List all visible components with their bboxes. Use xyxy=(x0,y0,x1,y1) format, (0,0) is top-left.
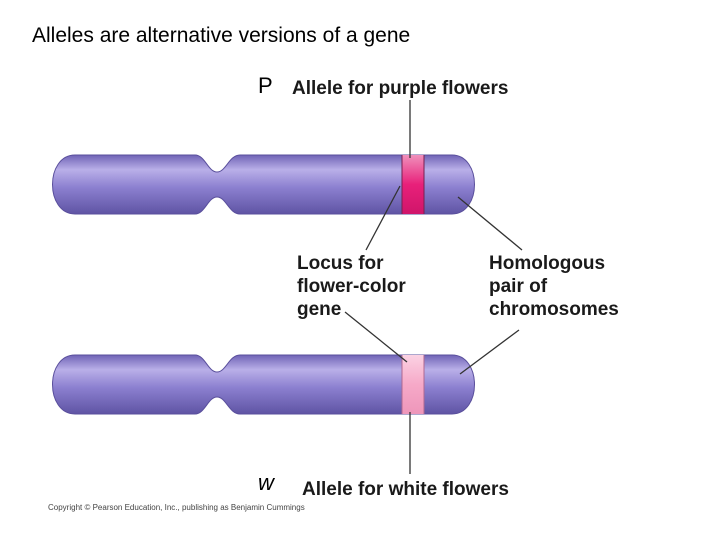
homologous-pointer-bottom xyxy=(459,329,520,375)
white-allele-band xyxy=(402,355,424,414)
slide-title: Alleles are alternative versions of a ge… xyxy=(32,24,411,47)
white-allele-label: Allele for white flowers xyxy=(302,479,509,500)
copyright-notice: Copyright © Pearson Education, Inc., pub… xyxy=(48,503,305,512)
homologous-pair-label: Homologous pair of chromosomes xyxy=(489,253,619,320)
bottom-allele-letter: w xyxy=(258,470,274,495)
top-chromosome xyxy=(52,154,475,215)
top-allele-letter: P xyxy=(258,73,273,98)
purple-allele-label: Allele for purple flowers xyxy=(292,78,509,99)
locus-label: Locus for flower-color gene xyxy=(297,253,406,320)
homologous-pointer-top xyxy=(457,196,523,251)
locus-pointer-top xyxy=(365,185,401,251)
bottom-chromosome xyxy=(52,354,475,415)
pointer-lines xyxy=(344,100,523,474)
locus-pointer-bottom xyxy=(344,311,408,363)
purple-allele-band xyxy=(402,155,424,214)
